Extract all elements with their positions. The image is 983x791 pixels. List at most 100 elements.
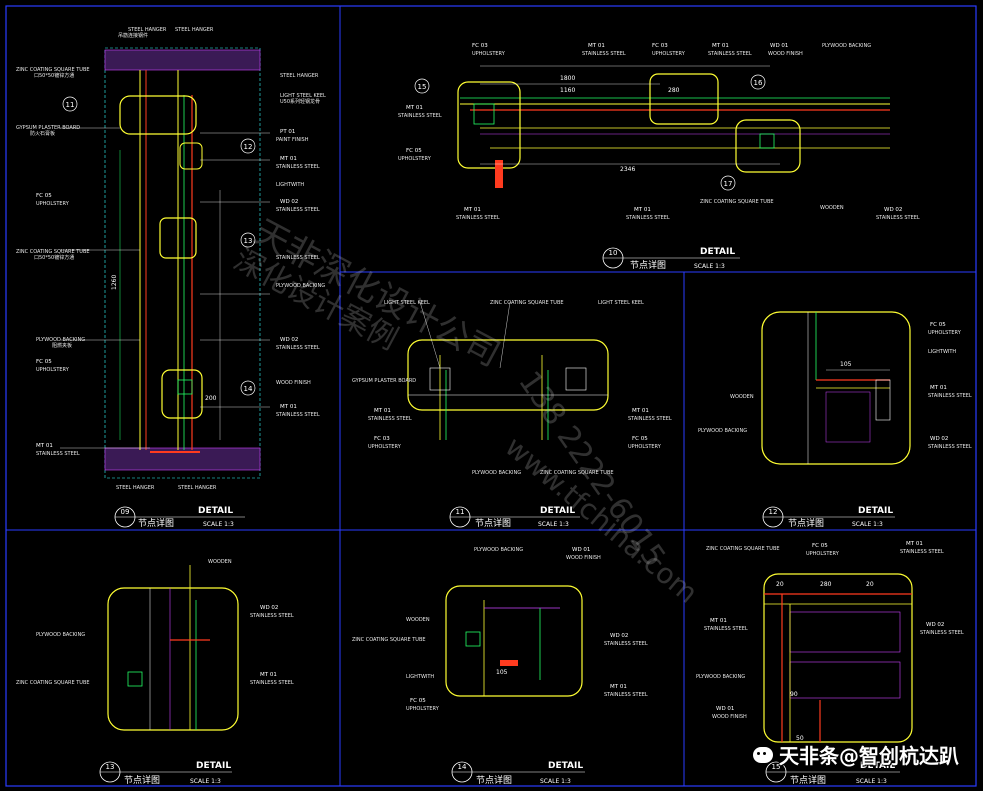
svg-text:LIGHTWITH: LIGHTWITH: [406, 674, 434, 680]
svg-text:MT 01: MT 01: [280, 404, 297, 410]
svg-text:WD 01: WD 01: [572, 547, 590, 553]
svg-text:STAINLESS STEEL: STAINLESS STEEL: [250, 680, 294, 686]
label-light-keel: LIGHT STEEL KEEL: [280, 93, 326, 99]
svg-text:WD 02: WD 02: [930, 436, 948, 442]
svg-text:LIGHTWITH: LIGHTWITH: [928, 349, 956, 355]
svg-text:MT 01: MT 01: [406, 105, 423, 111]
svg-text:280: 280: [820, 581, 832, 588]
svg-text:09: 09: [121, 508, 130, 516]
svg-text:STEEL HANGER: STEEL HANGER: [280, 73, 319, 79]
svg-text:ZINC COATING SQUARE TUBE: ZINC COATING SQUARE TUBE: [16, 680, 90, 686]
svg-text:105: 105: [496, 669, 508, 676]
svg-text:WD 02: WD 02: [280, 199, 298, 205]
svg-text:LIGHT STEEL KEEL: LIGHT STEEL KEEL: [384, 300, 430, 306]
svg-text:MT 01: MT 01: [280, 156, 297, 162]
title-block-12: 12 DETAIL 节点详图 SCALE 1:3: [762, 506, 895, 529]
svg-text:STAINLESS STEEL: STAINLESS STEEL: [368, 416, 412, 422]
svg-text:LIGHT STEEL KEEL: LIGHT STEEL KEEL: [598, 300, 644, 306]
svg-text:1800: 1800: [560, 75, 575, 82]
svg-text:MT 01: MT 01: [610, 684, 627, 690]
svg-text:UPHOLSTERY: UPHOLSTERY: [36, 201, 70, 207]
svg-text:WOODEN: WOODEN: [820, 205, 844, 211]
svg-text:GYPSUM PLASTER BOARD: GYPSUM PLASTER BOARD: [352, 378, 416, 384]
svg-text:SCALE 1:3: SCALE 1:3: [190, 778, 221, 785]
svg-text:STAINLESS STEEL: STAINLESS STEEL: [456, 215, 500, 221]
svg-text:17: 17: [724, 180, 733, 188]
svg-text:DETAIL: DETAIL: [196, 761, 231, 771]
svg-text:280: 280: [668, 87, 680, 94]
svg-text:WOOD FINISH: WOOD FINISH: [768, 51, 803, 57]
svg-text:MT 01: MT 01: [36, 443, 53, 449]
svg-text:13: 13: [106, 763, 115, 771]
svg-text:FC 05: FC 05: [930, 322, 946, 328]
svg-text:11: 11: [456, 508, 465, 516]
svg-text:PLYWOOD BACKING: PLYWOOD BACKING: [36, 632, 85, 638]
svg-text:STAINLESS STEEL: STAINLESS STEEL: [582, 51, 626, 57]
svg-text:15: 15: [418, 83, 427, 91]
svg-text:节点详图: 节点详图: [788, 517, 824, 529]
svg-text:UPHOLSTERY: UPHOLSTERY: [368, 444, 402, 450]
wechat-icon: [753, 746, 773, 763]
detail-11: LIGHT STEEL KEEL ZINC COATING SQUARE TUB…: [352, 300, 672, 476]
svg-text:MT 01: MT 01: [374, 408, 391, 414]
svg-text:105: 105: [840, 361, 852, 368]
svg-text:MT 01: MT 01: [634, 207, 651, 213]
svg-text:口50*50镀锌方通: 口50*50镀锌方通: [34, 254, 74, 261]
svg-text:11: 11: [66, 101, 75, 109]
svg-text:SCALE 1:3: SCALE 1:3: [694, 263, 725, 270]
svg-text:节点详图: 节点详图: [475, 517, 511, 529]
svg-text:PLYWOOD BACKING: PLYWOOD BACKING: [698, 428, 747, 434]
svg-text:200: 200: [205, 395, 217, 402]
svg-text:MT 01: MT 01: [712, 43, 729, 49]
svg-text:FC 03: FC 03: [472, 43, 488, 49]
svg-text:STAINLESS STEEL: STAINLESS STEEL: [276, 345, 320, 351]
svg-text:UPHOLSTERY: UPHOLSTERY: [628, 444, 662, 450]
svg-text:节点详图: 节点详图: [630, 259, 666, 271]
svg-text:PLYWOOD BACKING: PLYWOOD BACKING: [474, 547, 523, 553]
svg-text:ZINC COATING SQUARE TUBE: ZINC COATING SQUARE TUBE: [16, 249, 90, 255]
svg-text:20: 20: [866, 581, 874, 588]
svg-text:PT 01: PT 01: [280, 129, 295, 135]
svg-text:STAINLESS STEEL: STAINLESS STEEL: [36, 451, 80, 457]
svg-text:UPHOLSTERY: UPHOLSTERY: [398, 156, 432, 162]
svg-text:ZINC COATING SQUARE TUBE: ZINC COATING SQUARE TUBE: [540, 470, 614, 476]
svg-text:ZINC COATING SQUARE TUBE: ZINC COATING SQUARE TUBE: [706, 546, 780, 552]
title-block-15: 15 DETAIL 节点详图 SCALE 1:3: [765, 761, 900, 786]
svg-text:PLYWOOD BACKING: PLYWOOD BACKING: [276, 283, 325, 289]
svg-text:FC 05: FC 05: [632, 436, 648, 442]
svg-text:1160: 1160: [560, 87, 575, 94]
svg-text:MT 01: MT 01: [260, 672, 277, 678]
svg-text:STEEL HANGER: STEEL HANGER: [116, 485, 155, 491]
svg-text:WOODEN: WOODEN: [730, 394, 754, 400]
svg-text:15: 15: [772, 763, 781, 771]
svg-text:STAINLESS STEEL: STAINLESS STEEL: [604, 641, 648, 647]
svg-text:节点详图: 节点详图: [476, 774, 512, 786]
svg-text:阻燃夹板: 阻燃夹板: [52, 342, 72, 349]
svg-text:STAINLESS STEEL: STAINLESS STEEL: [876, 215, 920, 221]
label-gypsum: GYPSUM PLASTER BOARD: [16, 125, 80, 131]
svg-text:节点详图: 节点详图: [138, 517, 174, 529]
svg-text:STAINLESS STEEL: STAINLESS STEEL: [276, 207, 320, 213]
svg-text:SCALE 1:3: SCALE 1:3: [856, 778, 887, 785]
svg-text:PLYWOOD BACKING: PLYWOOD BACKING: [822, 43, 871, 49]
title-block-09: 09 DETAIL 节点详图 SCALE 1:3: [114, 506, 245, 529]
svg-text:节点详图: 节点详图: [124, 774, 160, 786]
svg-text:MT 01: MT 01: [632, 408, 649, 414]
svg-text:STAINLESS STEEL: STAINLESS STEEL: [276, 412, 320, 418]
title-block-13: 13 DETAIL 节点详图 SCALE 1:3: [99, 761, 232, 786]
svg-text:STAINLESS STEEL: STAINLESS STEEL: [628, 416, 672, 422]
svg-text:FC 03: FC 03: [374, 436, 390, 442]
svg-text:13: 13: [244, 237, 253, 245]
svg-text:STAINLESS STEEL: STAINLESS STEEL: [920, 630, 964, 636]
svg-text:MT 01: MT 01: [906, 541, 923, 547]
svg-text:WD 02: WD 02: [884, 207, 902, 213]
svg-text:PLYWOOD BACKING: PLYWOOD BACKING: [472, 470, 521, 476]
svg-text:FC 05: FC 05: [410, 698, 426, 704]
svg-text:PAINT FINISH: PAINT FINISH: [276, 137, 309, 143]
svg-text:UPHOLSTERY: UPHOLSTERY: [652, 51, 686, 57]
detail-13: WOODEN WD 02 STAINLESS STEEL PLYWOOD BAC…: [16, 559, 294, 731]
svg-text:MT 01: MT 01: [464, 207, 481, 213]
svg-text:WD 01: WD 01: [716, 706, 734, 712]
detail-12: 105 FC 05 UPHOLSTERY LIGHTWITH MT 01 STA…: [698, 311, 972, 465]
svg-text:防火石膏板: 防火石膏板: [30, 130, 55, 137]
